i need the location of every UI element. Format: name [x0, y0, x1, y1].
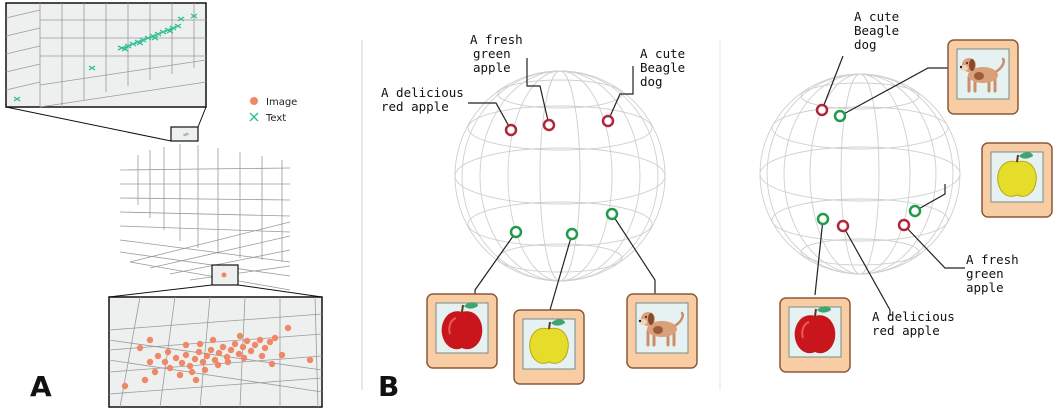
- sphere-wireframe: [759, 73, 961, 275]
- text-embedding-inset: [5, 2, 207, 108]
- svg-text:A fresh: A fresh: [470, 32, 523, 47]
- legend-item-image: Image: [250, 97, 297, 108]
- image-marker-icon: [250, 97, 258, 105]
- legend: Image Text: [249, 97, 297, 124]
- thumbnail-red-apple: [426, 293, 498, 369]
- leader-lines: [814, 55, 965, 316]
- caption-delicious-red-apple: A delicious red apple: [381, 85, 464, 114]
- panel-letter-a: A: [30, 370, 52, 403]
- svg-text:red apple: red apple: [872, 323, 940, 338]
- inset-grid-top: [5, 3, 207, 108]
- legend-item-text: Text: [249, 112, 286, 124]
- thumbnail-green-apple: [981, 142, 1053, 218]
- svg-text:A cute: A cute: [854, 9, 899, 24]
- thumbnail-beagle-dog: [626, 293, 698, 369]
- image-embedding-markers: [509, 207, 619, 241]
- inset-connector-top: [5, 106, 207, 142]
- legend-label-image: Image: [266, 97, 297, 108]
- thumbnail-red-apple: [779, 297, 851, 373]
- svg-text:red apple: red apple: [381, 99, 449, 114]
- svg-text:A delicious: A delicious: [381, 85, 464, 100]
- caption-fresh-green-apple: A fresh green apple: [966, 252, 1019, 295]
- inset-connector-bottom: [108, 284, 323, 298]
- panel-b: B: [378, 9, 1053, 403]
- svg-text:A fresh: A fresh: [966, 252, 1019, 267]
- panel-letter-b: B: [378, 370, 399, 403]
- center-3d-plot: [119, 126, 291, 291]
- svg-text:Beagle: Beagle: [640, 60, 685, 75]
- svg-text:A cute: A cute: [640, 46, 685, 61]
- leader-lines: [468, 58, 656, 311]
- svg-text:dog: dog: [854, 37, 877, 52]
- text-points: [13, 13, 198, 102]
- legend-label-text: Text: [265, 113, 286, 124]
- thumbnail-beagle-dog: [947, 39, 1019, 115]
- svg-text:apple: apple: [966, 280, 1004, 295]
- svg-text:green: green: [966, 266, 1004, 281]
- text-marker-icon: [249, 112, 259, 122]
- thumbnail-green-apple: [513, 309, 585, 385]
- caption-fresh-green-apple: A fresh green apple: [470, 32, 523, 75]
- svg-text:green: green: [473, 46, 511, 61]
- svg-text:Beagle: Beagle: [854, 23, 899, 38]
- hypersphere-before: A fresh green apple A cute Beagle dog A …: [381, 32, 698, 385]
- caption-cute-beagle-dog: A cute Beagle dog: [640, 46, 685, 89]
- text-embedding-markers: [815, 103, 911, 233]
- caption-cute-beagle-dog: A cute Beagle dog: [854, 9, 899, 52]
- caption-delicious-red-apple: A delicious red apple: [872, 309, 955, 338]
- svg-text:A delicious: A delicious: [872, 309, 955, 324]
- svg-text:apple: apple: [473, 60, 511, 75]
- sphere-wireframe: [454, 70, 666, 282]
- image-embedding-inset: [108, 296, 323, 408]
- hypersphere-after: A cute Beagle dog A fresh green apple A …: [759, 9, 1053, 373]
- text-embedding-markers: [504, 114, 615, 137]
- panel-a: Image Text: [5, 2, 323, 408]
- image-points: [121, 324, 314, 390]
- svg-text:dog: dog: [640, 74, 663, 89]
- image-embedding-markers: [816, 109, 922, 226]
